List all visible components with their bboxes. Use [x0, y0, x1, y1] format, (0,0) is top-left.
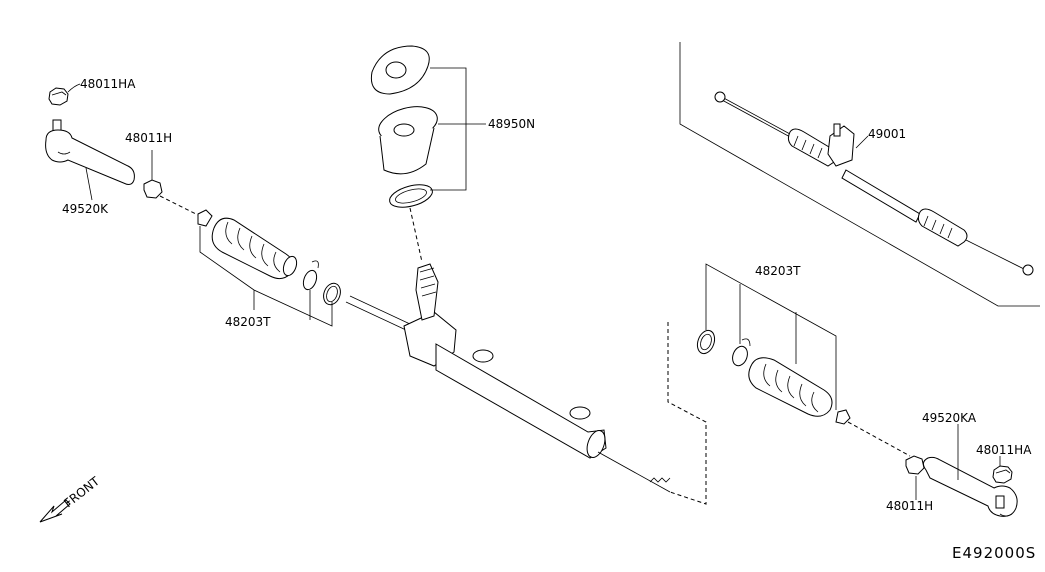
boot-left[interactable]: [197, 209, 299, 280]
boot-right[interactable]: [748, 357, 851, 425]
front-arrow-icon: [39, 499, 71, 523]
boot-band-left[interactable]: [301, 260, 319, 292]
front-label: FRONT: [61, 474, 102, 511]
bracket-boot-right: [705, 263, 837, 410]
tie-rod-end-right[interactable]: [922, 456, 1018, 517]
leader-nut-left: [67, 83, 81, 93]
dash-clip-left: [159, 195, 201, 217]
leader-tie-rod-left: [85, 167, 93, 201]
label-nut-right[interactable]: 48011HA: [976, 443, 1032, 457]
dust-cover-boot[interactable]: [375, 101, 441, 175]
rack-housing[interactable]: [345, 263, 671, 493]
dash-rack-right: [667, 322, 707, 505]
label-dust-cover[interactable]: 48950N: [488, 117, 535, 131]
boot-clip-left[interactable]: [143, 179, 163, 199]
inset-border: [679, 42, 1040, 307]
dash-dust-cover: [409, 207, 423, 263]
gear-assy[interactable]: [714, 91, 1034, 276]
bracket-dust-cover: [430, 67, 486, 191]
boot-ring-left[interactable]: [321, 281, 344, 307]
label-gear-assy[interactable]: 49001: [868, 127, 906, 141]
boot-band-right[interactable]: [730, 338, 751, 368]
label-tie-rod-end-left[interactable]: 49520K: [62, 202, 109, 216]
nut-right[interactable]: [992, 465, 1013, 484]
dash-clip-right: [847, 421, 911, 457]
dust-cover-ring[interactable]: [387, 181, 435, 212]
label-tie-rod-end-right[interactable]: 49520KA: [922, 411, 977, 425]
tie-rod-end-left[interactable]: [45, 119, 135, 185]
nut-left[interactable]: [48, 87, 69, 106]
label-boot-kit-right[interactable]: 48203T: [755, 264, 801, 278]
diagram-code: E492000S: [952, 544, 1036, 562]
label-boot-clip-left[interactable]: 48011H: [125, 131, 172, 145]
label-boot-kit-left[interactable]: 48203T: [225, 315, 271, 329]
dust-cover-cap[interactable]: [370, 45, 430, 95]
label-nut-left[interactable]: 48011HA: [80, 77, 136, 91]
leader-gear-assy: [855, 135, 869, 149]
label-boot-clip-right[interactable]: 48011H: [886, 499, 933, 513]
bracket-boot-left: [199, 226, 333, 327]
boot-clip-right[interactable]: [905, 455, 925, 475]
boot-ring-right[interactable]: [694, 328, 717, 356]
